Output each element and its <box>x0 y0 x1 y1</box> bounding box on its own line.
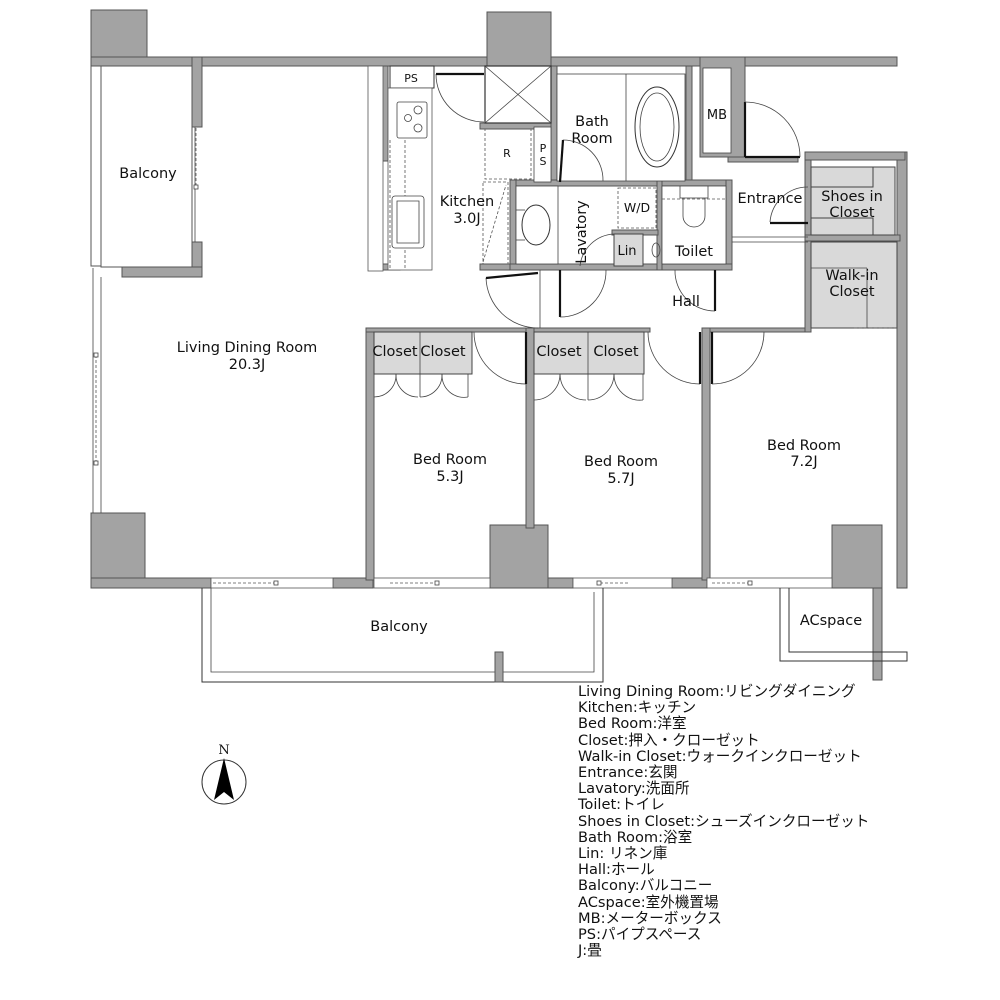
balcony-west: Balcony <box>100 65 199 268</box>
room-label-walkin-line2: Closet <box>829 284 874 300</box>
legend: Living Dining Room:リビングダイニング Kitchen:キッチ… <box>578 683 870 960</box>
room-size-bedroom-3: 7.2J <box>790 454 817 470</box>
legend-item: Entrance:玄関 <box>578 764 678 782</box>
closet-label-2a: Closet <box>536 344 581 360</box>
north-compass: N <box>201 743 247 805</box>
room-label-walkin-line1: Walk-in <box>825 268 878 284</box>
room-size-bedroom-2: 5.7J <box>607 471 634 487</box>
ps-label-side-top: P <box>540 142 547 155</box>
balcony-south: Balcony <box>201 588 604 683</box>
legend-item: Kitchen:キッチン <box>578 699 697 717</box>
toilet-bowl-icon <box>679 185 709 228</box>
bedroom-2: Closet Closet Bed Room 5.7J <box>533 331 702 589</box>
toilet: Toilet <box>651 185 727 265</box>
legend-item: Walk-in Closet:ウォークインクローゼット <box>578 747 862 765</box>
room-label-hall: Hall <box>672 294 700 310</box>
room-label-lavatory: Lavatory <box>574 200 590 264</box>
room-label-living-dining: Living Dining Room <box>177 340 317 356</box>
lavatory: W/D Lin Lavatory <box>515 185 657 267</box>
legend-item: PS:パイプスペース <box>578 926 702 944</box>
room-label-bath-line2: Room <box>571 131 612 147</box>
ac-space: ACspace <box>779 588 908 662</box>
wd-label: W/D <box>624 200 650 215</box>
ps-label-side-bottom: S <box>540 155 547 168</box>
legend-item: Bath Room:浴室 <box>578 828 693 846</box>
room-label-balcony-south: Balcony <box>370 619 428 635</box>
room-label-kitchen: Kitchen <box>440 194 495 210</box>
room-label-shoes-line1: Shoes in <box>821 189 883 205</box>
room-label-acspace: ACspace <box>800 613 862 629</box>
living-dining-room: Living Dining Room 20.3J <box>92 268 334 589</box>
stove-icon <box>396 101 428 139</box>
room-label-entrance: Entrance <box>738 191 803 207</box>
legend-item: J:畳 <box>578 942 602 960</box>
room-label-bedroom-3: Bed Room <box>767 438 841 454</box>
legend-item: Closet:押入・クローゼット <box>578 731 760 749</box>
walk-in-closet: Walk-in Closet <box>810 241 898 329</box>
entrance: Entrance <box>738 101 809 225</box>
sink-icon <box>391 195 425 249</box>
room-label-bath-line1: Bath <box>575 114 609 130</box>
north-arrow-icon <box>214 758 234 800</box>
legend-item: Bed Room:洋室 <box>578 715 687 733</box>
meter-box: MB <box>702 67 732 154</box>
ps-label-top: PS <box>404 72 418 85</box>
hall: Hall <box>485 236 808 329</box>
legend-item: Toilet:トイレ <box>578 796 665 814</box>
closet-label-1a: Closet <box>372 344 417 360</box>
room-label-bedroom-1: Bed Room <box>413 452 487 468</box>
legend-item: MB:メーターボックス <box>578 909 722 927</box>
lin-label: Lin <box>617 244 636 259</box>
closet-label-2b: Closet <box>593 344 638 360</box>
legend-item: Balcony:バルコニー <box>578 877 713 895</box>
legend-item: ACspace:室外機置場 <box>578 893 719 911</box>
legend-item: Shoes in Closet:シューズインクローゼット <box>578 812 870 830</box>
bath-room: Bath Room <box>556 73 686 183</box>
room-label-shoes-line2: Closet <box>829 205 874 221</box>
kitchen: PS R P S Kitchen 3.0J <box>367 65 552 272</box>
room-size-kitchen: 3.0J <box>453 211 480 227</box>
bedroom-1: Closet Closet Bed Room 5.3J <box>372 331 528 589</box>
room-size-bedroom-1: 5.3J <box>436 469 463 485</box>
legend-item: Living Dining Room:リビングダイニング <box>578 683 856 700</box>
room-label-balcony-west: Balcony <box>119 166 177 182</box>
room-size-living-dining: 20.3J <box>229 357 266 373</box>
compass-label: N <box>218 743 229 758</box>
room-label-toilet: Toilet <box>674 244 713 260</box>
legend-item: Lavatory:洗面所 <box>578 780 690 798</box>
bathtub-icon <box>634 86 680 168</box>
room-label-bedroom-2: Bed Room <box>584 454 658 470</box>
legend-item: Lin: リネン庫 <box>578 845 668 863</box>
legend-item: Hall:ホール <box>578 861 655 879</box>
mb-label: MB <box>707 108 727 123</box>
bedroom-3: Bed Room 7.2J <box>706 331 841 589</box>
closet-label-1b: Closet <box>420 344 465 360</box>
shoes-in-closet: Shoes in Closet <box>810 166 896 236</box>
refrigerator-label: R <box>503 147 511 160</box>
